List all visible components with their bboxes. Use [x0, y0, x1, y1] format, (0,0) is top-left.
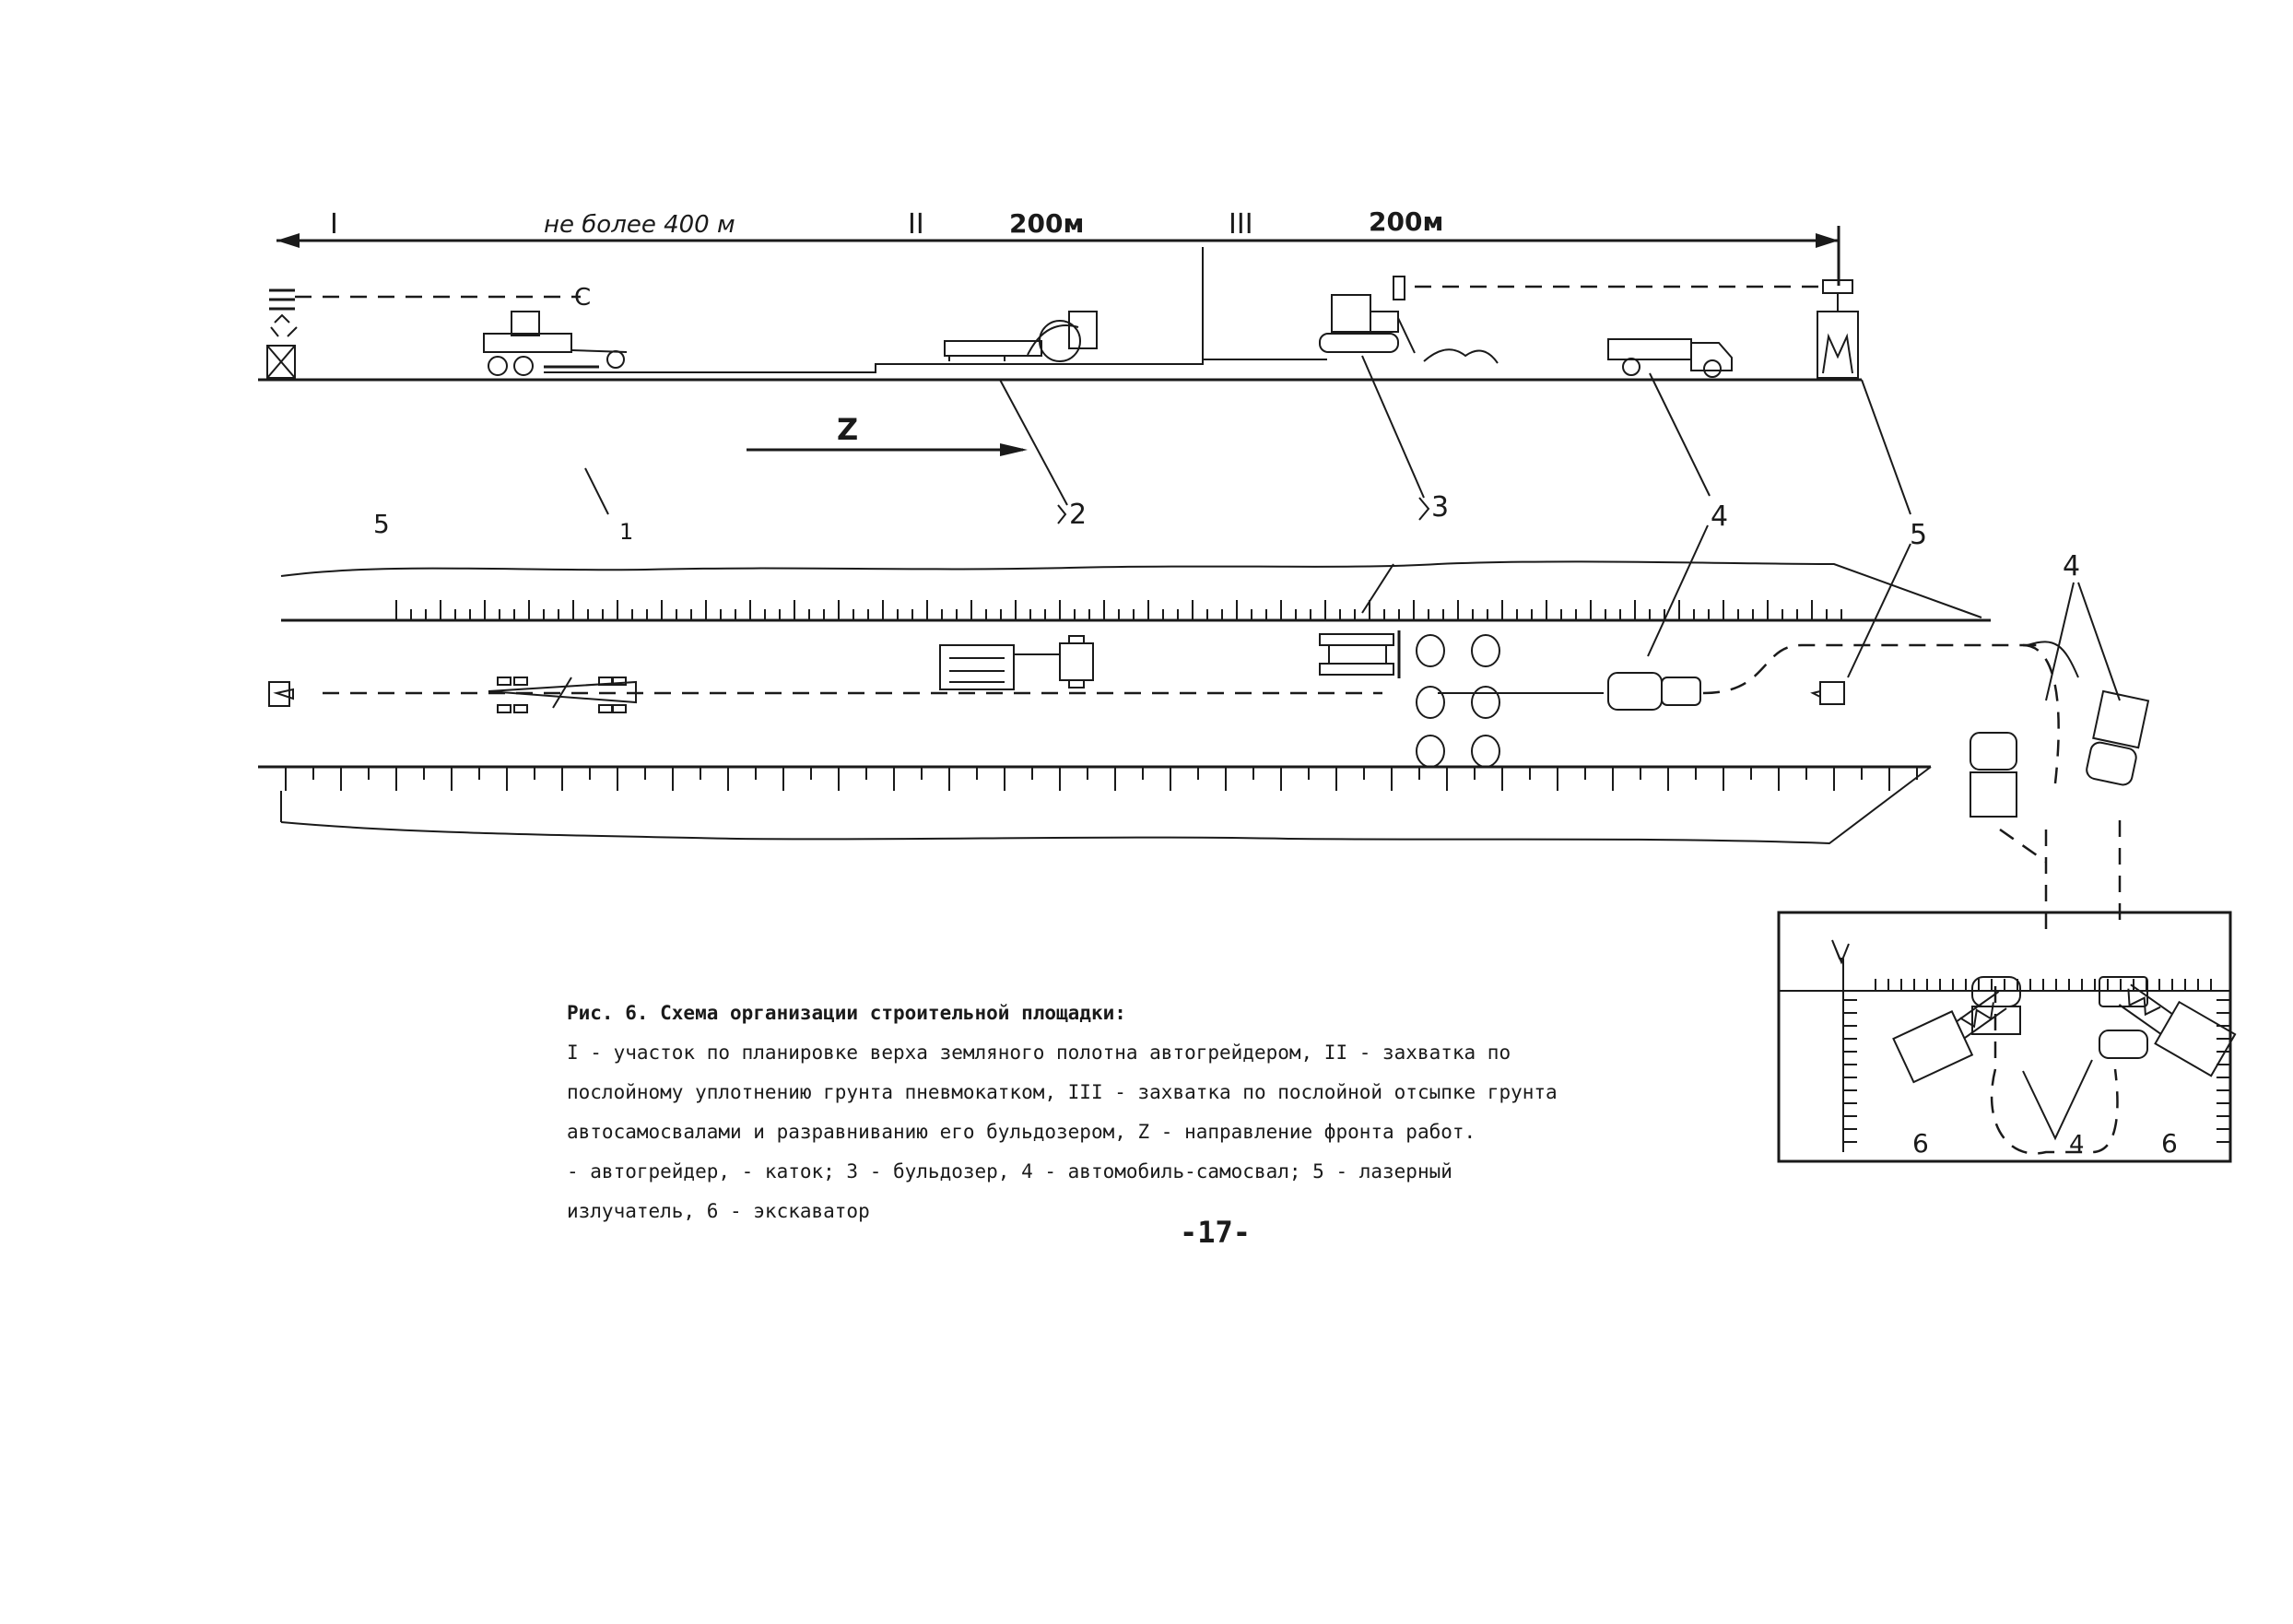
figure-caption: Рис. 6. Схема организации строительной п…	[567, 994, 1654, 1231]
laser-target-label: С	[574, 284, 591, 312]
section-2-label: II	[908, 208, 924, 241]
callout-3: 3	[1431, 491, 1449, 524]
grader-wheel	[513, 704, 528, 713]
grader-wheel	[612, 677, 627, 686]
callout-5-top: 5	[1910, 519, 1927, 551]
page-number: -17-	[1180, 1215, 1252, 1250]
caption-line-4: - автогрейдер, - каток; 3 - бульдозер, 4…	[567, 1160, 1452, 1183]
callout-1: 1	[619, 519, 633, 545]
grader-plan-icon	[488, 677, 637, 713]
caption-line-5: излучатель, 6 - экскаватор	[567, 1200, 870, 1222]
grader-wheel	[497, 704, 512, 713]
grader-wheel	[513, 677, 528, 686]
dump-truck-outgoing-icon	[2086, 689, 2150, 786]
work-direction-arrow	[747, 443, 1028, 456]
plan-view	[258, 560, 1991, 845]
soil-piles	[1416, 634, 1500, 768]
bulldozer-elevation-icon	[1319, 276, 1499, 364]
soil-pile	[1471, 634, 1500, 667]
excavator-right-icon	[2099, 976, 2237, 1077]
caption-line-3: автосамосвалами и разравниванию его буль…	[567, 1121, 1476, 1143]
callout-6-left: 6	[1912, 1128, 1929, 1159]
caption-title: Рис. 6. Схема организации строительной п…	[567, 1002, 1126, 1024]
section-1-length: не более 400 м	[544, 211, 735, 239]
grader-wheel	[598, 704, 613, 713]
roller-elevation-icon	[944, 311, 1098, 362]
upper-slope-hatch	[395, 600, 1842, 620]
callout-6-right: 6	[2161, 1128, 2178, 1159]
bulldozer-plan-icon	[1319, 630, 1401, 678]
grader-wheel	[612, 704, 627, 713]
dump-truck-elevation-icon	[1607, 338, 1733, 378]
callout-5-left: 5	[373, 509, 390, 539]
section-1-label: I	[330, 208, 338, 241]
laser-plan-left-icon	[268, 681, 294, 707]
caption-line-2: послойному уплотнению грунта пневмокатко…	[567, 1081, 1558, 1103]
laser-emitter-plan-icon	[1810, 681, 1845, 705]
soil-pile	[1416, 686, 1445, 719]
soil-pile	[1471, 735, 1500, 768]
grader-wheel	[497, 677, 512, 686]
dimension-line	[276, 226, 1840, 364]
dump-truck-plan-icon	[1607, 672, 1701, 711]
dump-truck-incoming-icon	[1970, 732, 2017, 818]
soil-pile	[1416, 735, 1445, 768]
callout-4: 4	[1711, 500, 1728, 533]
excavator-left-icon	[1892, 976, 2021, 1084]
direction-label: Z	[837, 412, 858, 447]
callout-4-trucks: 4	[2063, 550, 2080, 583]
quarry-pit	[1777, 911, 2232, 1163]
section-3-length: 200м	[1369, 206, 1443, 237]
lower-slope-hatch	[285, 767, 1918, 791]
callout-2: 2	[1069, 499, 1087, 531]
callout-leaders	[584, 355, 1911, 678]
section-3-label: III	[1229, 208, 1253, 241]
laser-emitter-elevation-icon	[1817, 279, 1859, 379]
roller-plan-icon	[939, 635, 1094, 690]
soil-pile	[1416, 634, 1445, 667]
laser-station-left-icon	[266, 288, 298, 379]
caption-line-1: I - участок по планировке верха земляног…	[567, 1041, 1511, 1064]
section-2-length: 200м	[1009, 208, 1084, 239]
callout-4-pit: 4	[2069, 1131, 2085, 1159]
soil-pile	[1471, 686, 1500, 719]
elevation-view	[258, 285, 1862, 382]
grader-elevation-icon	[483, 311, 628, 376]
